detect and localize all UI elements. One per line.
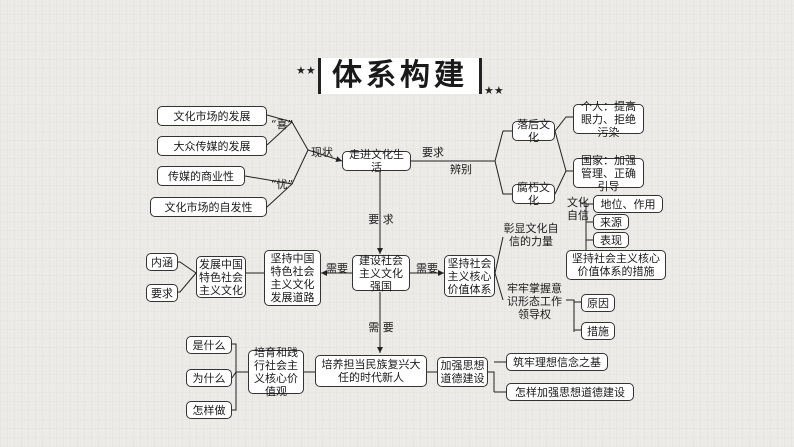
firm-ideals-node: 筑牢理想信念之基 <box>506 353 608 371</box>
backward-culture-node: 落后文化 <box>512 118 555 144</box>
page-title: 体系构建 <box>332 58 468 93</box>
xuyao-left-label: 需要 <box>326 262 348 275</box>
strong-nation-node: 建设社会主义文化强国 <box>352 254 410 293</box>
individual-node: 个人：提高眼力、拒绝污染 <box>573 100 644 139</box>
mass-media-dev-node: 大众传媒的发展 <box>157 136 267 156</box>
cultivate-values-node: 培育和践行社会主义核心价值观 <box>248 346 304 398</box>
origin-node: 来源 <box>593 214 629 230</box>
media-commercial-node: 传媒的商业性 <box>157 166 245 186</box>
market-spontaneous-node: 文化市场的自发性 <box>150 197 267 217</box>
decadent-culture-node: 腐朽文化 <box>512 181 555 207</box>
socialist-culture-node: 发展中国特色社会主义文化 <box>196 256 246 298</box>
you-label: “忧” <box>270 178 294 191</box>
how-node: 怎样做 <box>186 401 232 419</box>
ideological-moral-node: 加强思想道德建设 <box>437 357 488 387</box>
cultural-confidence-label: 文化自信 <box>567 196 589 222</box>
xuyao-down-label: 需 要 <box>368 321 394 334</box>
cultural-life-node: 走进文化生活 <box>342 148 411 174</box>
status-label: 现状 <box>311 146 333 159</box>
stars-right-icon: ★★ <box>484 84 504 97</box>
stars-left-icon: ★★ <box>296 64 316 77</box>
status-role-node: 地位、作用 <box>593 195 663 213</box>
reason-node: 原因 <box>581 294 615 312</box>
discern-label: 辨别 <box>450 163 472 176</box>
xuyao-right-label: 需要 <box>416 262 438 275</box>
what-is-node: 是什么 <box>186 336 232 354</box>
state-node: 国家：加强管理、正确引导 <box>573 154 644 193</box>
yaoqiu-top-label: 要求 <box>422 146 444 159</box>
firm-grasp-label: 牢牢掌握意识形态工作领导权 <box>507 282 562 321</box>
core-values-system-node: 坚持社会主义核心价值体系 <box>444 255 495 297</box>
requirement-node: 要求 <box>146 284 178 302</box>
xi-label: “喜” <box>270 118 294 131</box>
highlight-power-label: 彰显文化自信的力量 <box>503 222 559 248</box>
measures-core-node: 坚持社会主义核心价值体系的措施 <box>566 250 666 280</box>
new-people-node: 培养担当民族复兴大任的时代新人 <box>315 355 427 387</box>
yaoqiu-mid-label: 要 求 <box>368 213 394 226</box>
socialist-path-node: 坚持中国特色社会主义文化发展道路 <box>264 250 321 306</box>
title-bar <box>318 58 482 94</box>
market-dev-node: 文化市场的发展 <box>157 106 267 126</box>
measures-node: 措施 <box>581 322 615 340</box>
connotation-node: 内涵 <box>146 253 178 271</box>
why-node: 为什么 <box>186 369 232 387</box>
performance-node: 表现 <box>593 232 629 248</box>
title-banner: ★★ 体系构建 ★★ <box>288 52 510 102</box>
how-strengthen-node: 怎样加强思想道德建设 <box>506 383 634 401</box>
